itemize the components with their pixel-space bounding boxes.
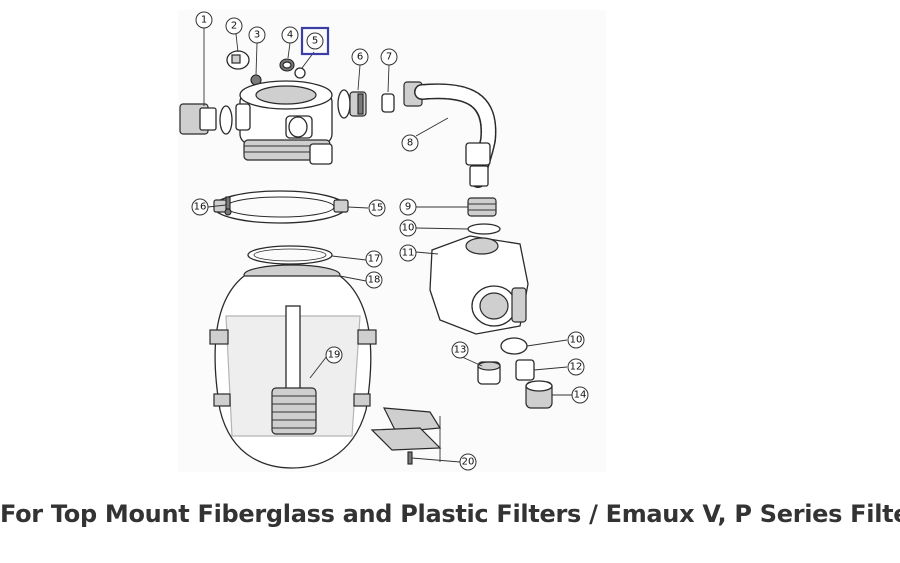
callout-14: 14 — [571, 386, 589, 404]
part-19-standpipe-laterals — [271, 305, 317, 435]
part-16-bolt — [224, 196, 232, 216]
part-5-o-ring — [294, 67, 306, 79]
part-12-tail — [515, 359, 535, 381]
part-17-tank-o-ring — [247, 245, 333, 265]
callout-label: 6 — [357, 52, 363, 63]
callout-label: 3 — [254, 30, 260, 41]
callout-13: 13 — [451, 341, 469, 359]
part-2-cap — [226, 50, 250, 70]
callout-label: 13 — [454, 345, 467, 356]
callout-5: 5 — [306, 32, 324, 50]
callout-11: 11 — [399, 244, 417, 262]
callout-3: 3 — [248, 26, 266, 44]
part-7-adapter — [381, 93, 395, 113]
diagram-caption: For Top Mount Fiberglass and Plastic Fil… — [0, 500, 900, 528]
callout-label: 19 — [328, 350, 341, 361]
callout-20: 20 — [459, 453, 477, 471]
callout-label: 1 — [201, 15, 207, 26]
callout-label: 7 — [386, 52, 392, 63]
part-9-union-nut — [467, 197, 497, 217]
leader-lines — [203, 28, 572, 463]
callout-label: 8 — [407, 138, 413, 149]
callout-15: 15 — [368, 199, 386, 217]
callout-19: 19 — [325, 346, 343, 364]
callout-label: 20 — [462, 457, 475, 468]
callout-label: 4 — [287, 30, 293, 41]
callout-10-lower: 10 — [567, 331, 585, 349]
part-13-adapter — [477, 361, 501, 385]
multiport-valve-body — [235, 80, 333, 165]
callout-4: 4 — [281, 26, 299, 44]
callout-label: 11 — [402, 248, 415, 259]
callout-9: 9 — [399, 198, 417, 216]
callout-label: 10 — [570, 335, 583, 346]
callout-label: 17 — [368, 254, 381, 265]
callout-16: 16 — [191, 198, 209, 216]
part-6-union — [337, 89, 367, 119]
part-4-bushing — [279, 58, 295, 72]
callout-10-upper: 10 — [399, 219, 417, 237]
callout-group: 1 2 3 4 5 6 7 8 9 10 11 15 16 17 18 19 1… — [191, 11, 589, 471]
callout-label: 16 — [194, 202, 207, 213]
exploded-parts-diagram: 1 2 3 4 5 6 7 8 9 10 11 15 16 17 18 19 1… — [179, 11, 589, 471]
callout-label: 9 — [405, 202, 411, 213]
callout-17: 17 — [365, 250, 383, 268]
part-8-flex-hose — [403, 81, 497, 188]
part-1-hose-tail — [179, 103, 233, 135]
callout-18: 18 — [365, 271, 383, 289]
callout-label: 2 — [231, 21, 237, 32]
callout-label: 18 — [368, 275, 381, 286]
callout-6: 6 — [351, 48, 369, 66]
callout-label: 5 — [312, 36, 318, 47]
part-14-union-nut — [525, 380, 553, 409]
callout-label: 12 — [570, 362, 583, 373]
part-10-o-ring-upper — [467, 223, 501, 235]
part-20-base-bracket — [370, 407, 442, 465]
callout-12: 12 — [567, 358, 585, 376]
callout-1: 1 — [195, 11, 213, 29]
callout-label: 14 — [574, 390, 587, 401]
part-10-o-ring-lower — [500, 337, 528, 355]
callout-7: 7 — [380, 48, 398, 66]
callout-8: 8 — [401, 134, 419, 152]
part-11-pump — [429, 235, 529, 335]
part-15-clamp-ring — [213, 190, 349, 224]
callout-label: 15 — [371, 203, 384, 214]
callout-2: 2 — [225, 17, 243, 35]
callout-label: 10 — [402, 223, 415, 234]
highlight-box-part-5 — [300, 26, 330, 56]
